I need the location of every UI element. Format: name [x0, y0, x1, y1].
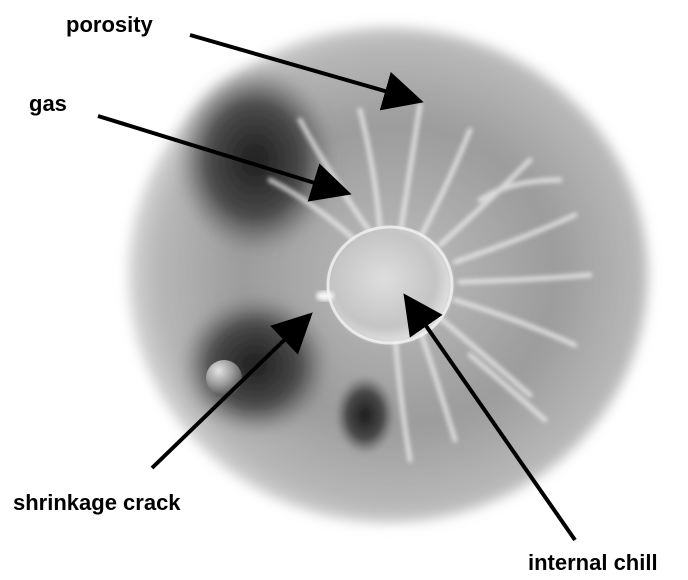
label-shrinkage-crack: shrinkage crack [13, 492, 181, 514]
dark-region-bottom [335, 375, 395, 455]
shrinkage-crack-spot [316, 291, 334, 301]
label-internal-chill: internal chill [528, 552, 658, 574]
label-gas: gas [29, 93, 67, 115]
label-porosity: porosity [66, 14, 153, 36]
dark-region-upper-left [175, 65, 335, 255]
sphere-marker [206, 360, 242, 396]
dark-region-lower-left [180, 295, 330, 435]
